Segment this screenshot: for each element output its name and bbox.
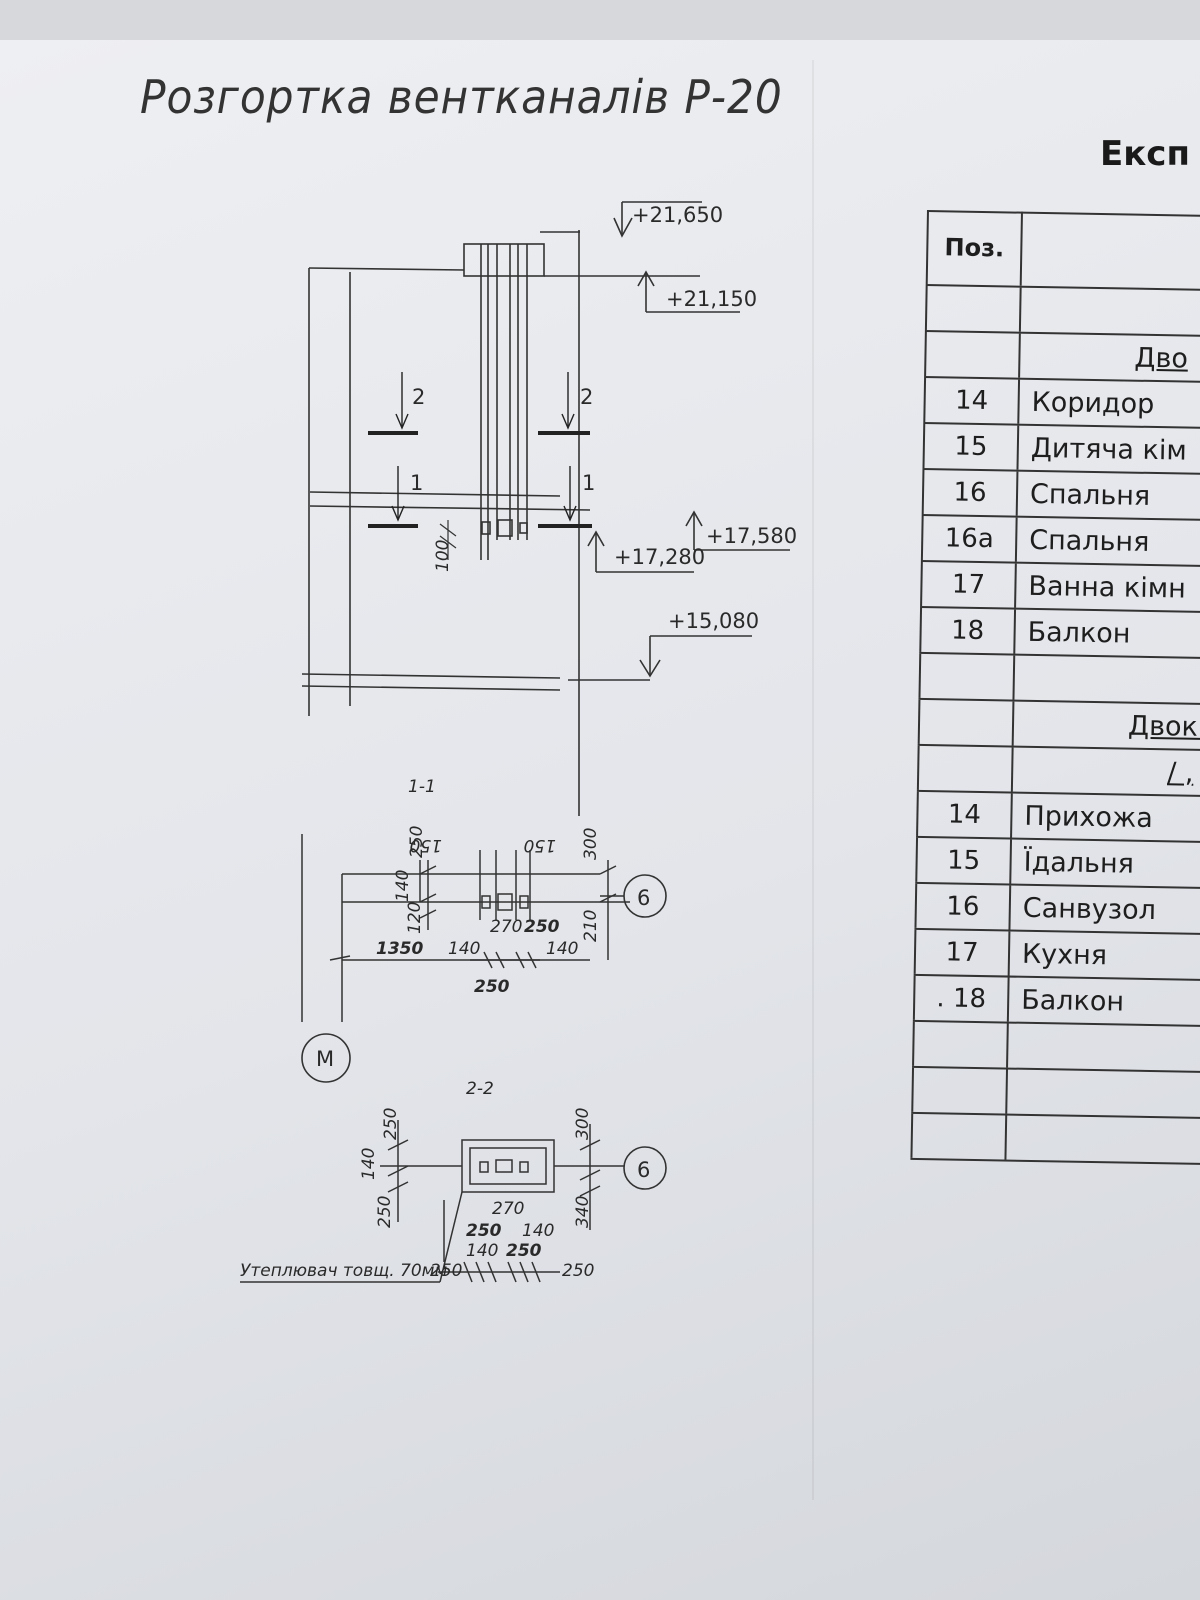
level-15080: +15,080 — [668, 609, 759, 633]
dim-1-1-140-c: 140 — [546, 939, 578, 959]
table-row-empty — [918, 653, 1200, 706]
axis-m-marker — [301, 1033, 351, 1083]
dim-2-2-300: 300 — [573, 1108, 593, 1140]
insulation-note: Утеплювач товщ. 70мм — [240, 1261, 447, 1281]
level-markers — [587, 201, 790, 678]
dim-1-1-140: 140 — [393, 870, 413, 902]
cut-mark-2-right: 2 — [580, 385, 593, 409]
table-header-row: Поз. — [925, 210, 1200, 292]
level-17580: +17,580 — [706, 524, 797, 548]
dim-2-2-250-b: 250 — [375, 1196, 395, 1228]
dim-2-2-250-a: 250 — [381, 1108, 401, 1140]
axis-6-label-1: 6 — [637, 886, 650, 910]
cut-mark-1-left: 1 — [410, 471, 423, 495]
dim-1-1-250-bottom: 250 — [474, 977, 510, 997]
dim-1-1-120: 120 — [405, 902, 425, 934]
dim-100: 100 — [433, 540, 453, 572]
table-section-b-row: Двокі — [917, 699, 1200, 752]
section-2-2 — [240, 1120, 624, 1283]
paper-sheet — [0, 40, 1200, 1600]
table-row-empty — [912, 1021, 1200, 1074]
dim-1-1-250-bold: 250 — [524, 917, 560, 937]
dim-2-2-140-c: 140 — [466, 1241, 498, 1261]
dim-2-2-250-e: 250 — [430, 1261, 462, 1281]
cut-marks — [368, 372, 592, 528]
dim-1-1-140-b: 140 — [448, 939, 480, 959]
dim-1-1-270: 270 — [490, 917, 522, 937]
dim-2-2-270: 270 — [492, 1199, 524, 1219]
level-21650: +21,650 — [632, 203, 723, 227]
dim-2-2-140: 140 — [359, 1148, 379, 1180]
dim-2-2-250-c: 250 — [466, 1221, 502, 1241]
axis-m-label: М — [316, 1047, 334, 1071]
chimney-cap — [463, 243, 545, 277]
table-row-empty — [910, 1113, 1200, 1166]
section-1-1 — [301, 834, 630, 1022]
level-21150: +21,150 — [666, 287, 757, 311]
level-17280: +17,280 — [614, 545, 705, 569]
dim-1-1-300: 300 — [581, 828, 601, 860]
table-section-b-sub: / , — [1166, 756, 1194, 789]
dim-1-1-210: 210 — [581, 910, 601, 942]
axis-6-label-2: 6 — [637, 1158, 650, 1182]
dim-1-1-150-b: 150 — [524, 835, 556, 855]
paper-fold — [812, 60, 814, 1500]
table-row-empty — [911, 1067, 1200, 1120]
cut-mark-2-left: 2 — [412, 385, 425, 409]
drawing-title: Розгортка вентканалів Р-20 — [140, 70, 783, 124]
table-section-a-row: Дво — [924, 331, 1200, 384]
dim-2-2-140-b: 140 — [522, 1221, 554, 1241]
dim-2-2-250-f: 250 — [562, 1261, 594, 1281]
table-section-b-sub-row: / , — [916, 745, 1200, 798]
section-2-2-label: 2-2 — [466, 1079, 494, 1099]
cut-mark-1-right: 1 — [582, 471, 595, 495]
dim-2-2-340: 340 — [573, 1196, 593, 1228]
section-1-1-label: 1-1 — [408, 777, 436, 797]
table-row-empty — [924, 285, 1200, 338]
table-section-b: Двокі — [1127, 710, 1200, 743]
axis-6-marker-2 — [623, 1146, 667, 1190]
dim-2-2-250-d: 250 — [506, 1241, 542, 1261]
table-title: Експ — [1100, 134, 1190, 174]
header-pos: Поз. — [925, 210, 1023, 286]
dim-1-1-150-a: 150 — [410, 835, 442, 855]
dim-1-1-1350: 1350 — [376, 939, 423, 959]
table-section-a: Дво — [1134, 342, 1189, 375]
dim-1-1-250-top: 250 — [407, 826, 427, 858]
